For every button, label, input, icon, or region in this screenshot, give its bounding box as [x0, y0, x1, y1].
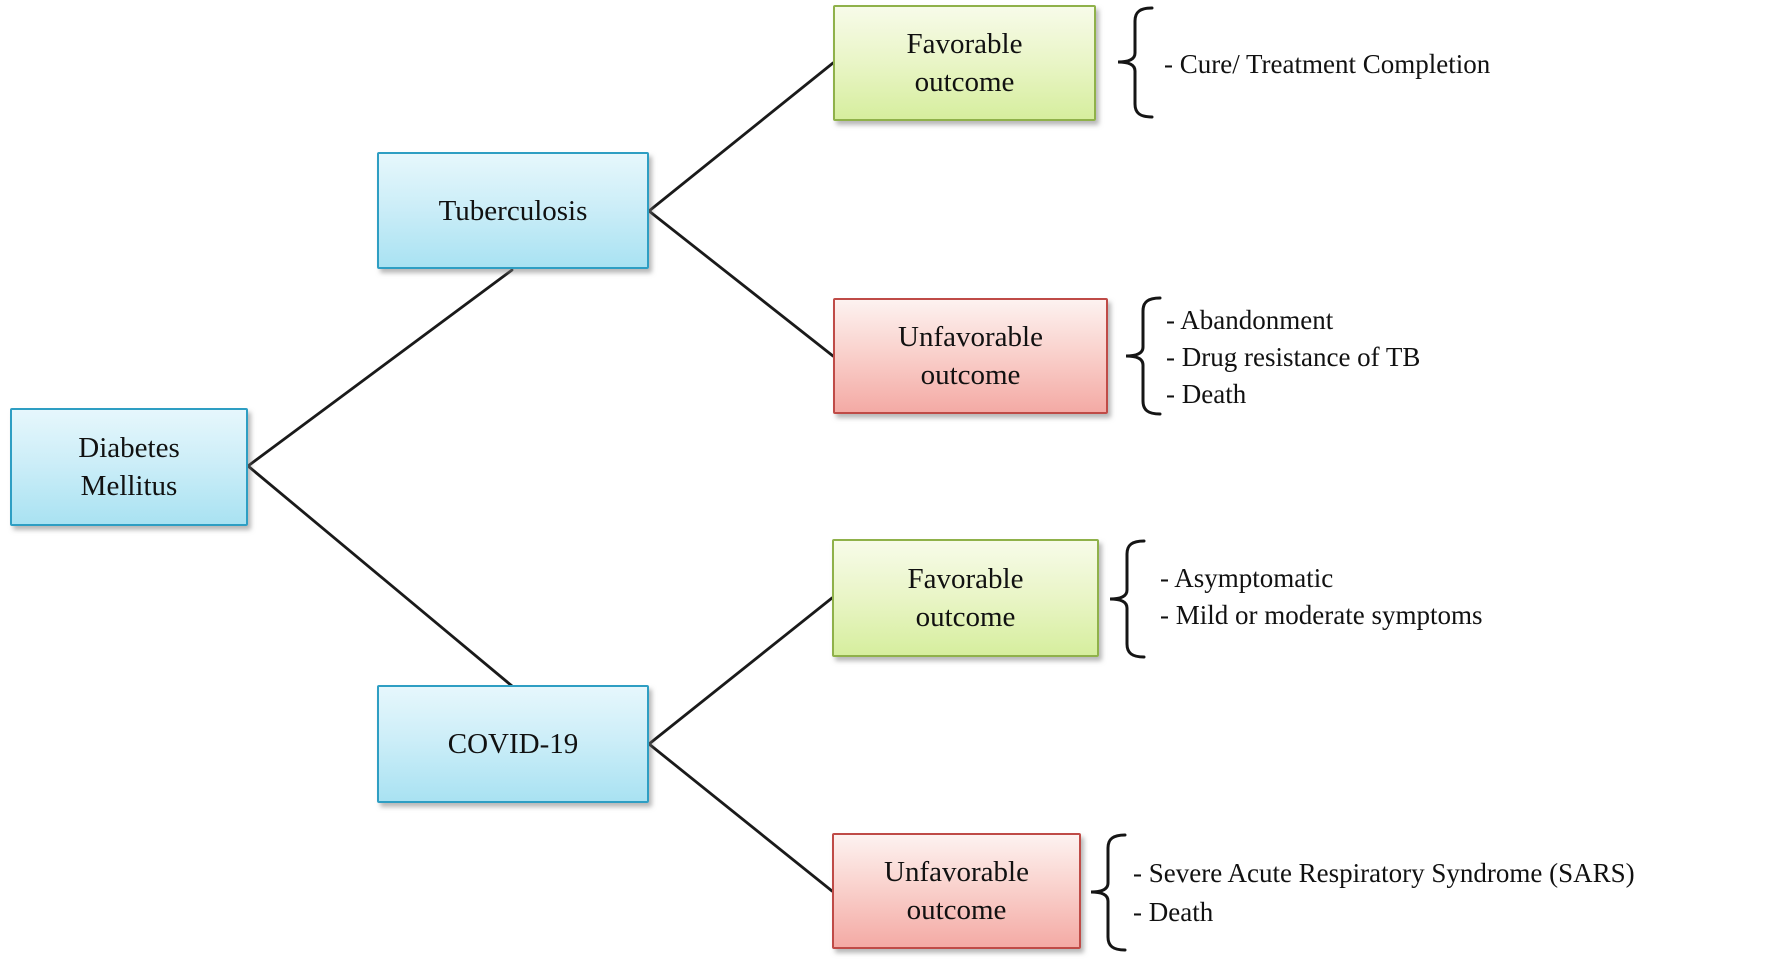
list-item: - Death	[1166, 379, 1247, 409]
outcome-list-tb-favorable: - Cure/ Treatment Completion	[1164, 45, 1490, 83]
list-item: - Cure/ Treatment Completion	[1164, 49, 1491, 79]
brace-covid-unfavorable	[1090, 833, 1127, 952]
node-label: Tuberculosis	[438, 194, 588, 227]
connector-covid-unfavorable	[647, 742, 834, 893]
outcome-list-tb-unfavorable: - Abandonment - Drug resistance of TB - …	[1166, 302, 1420, 413]
node-tuberculosis: Tuberculosis	[377, 152, 649, 269]
node-label: Favorable outcome	[906, 28, 1023, 98]
list-item: - Mild or moderate symptoms	[1160, 600, 1483, 630]
connector-dm-tuberculosis	[246, 268, 514, 468]
node-label: Diabetes Mellitus	[78, 432, 180, 502]
connector-covid-favorable	[647, 596, 834, 746]
list-item: - Severe Acute Respiratory Syndrome (SAR…	[1133, 858, 1635, 888]
outcome-list-covid-unfavorable: - Severe Acute Respiratory Syndrome (SAR…	[1133, 854, 1635, 932]
node-covid-19: COVID-19	[377, 685, 649, 803]
connector-tb-unfavorable	[647, 209, 835, 358]
list-item: - Abandonment	[1166, 305, 1334, 335]
brace-tb-unfavorable	[1125, 296, 1162, 416]
brace-tb-favorable	[1117, 6, 1154, 119]
node-tb-unfavorable-outcome: Unfavorable outcome	[833, 298, 1108, 414]
outcome-list-covid-favorable: - Asymptomatic - Mild or moderate sympto…	[1160, 560, 1482, 634]
connector-dm-covid	[246, 464, 514, 688]
list-item: - Asymptomatic	[1160, 563, 1334, 593]
node-label: Unfavorable outcome	[898, 321, 1043, 391]
list-item: - Drug resistance of TB	[1166, 342, 1421, 372]
brace-covid-favorable	[1109, 539, 1146, 659]
node-label: COVID-19	[447, 728, 579, 760]
node-label: Favorable outcome	[907, 563, 1024, 633]
list-item: - Death	[1133, 897, 1214, 927]
connector-tb-favorable	[647, 61, 835, 213]
node-covid-unfavorable-outcome: Unfavorable outcome	[832, 833, 1081, 949]
node-tb-favorable-outcome: Favorable outcome	[833, 5, 1096, 121]
node-covid-favorable-outcome: Favorable outcome	[832, 539, 1099, 657]
node-diabetes-mellitus: Diabetes Mellitus	[10, 408, 248, 526]
node-label: Unfavorable outcome	[884, 856, 1029, 926]
